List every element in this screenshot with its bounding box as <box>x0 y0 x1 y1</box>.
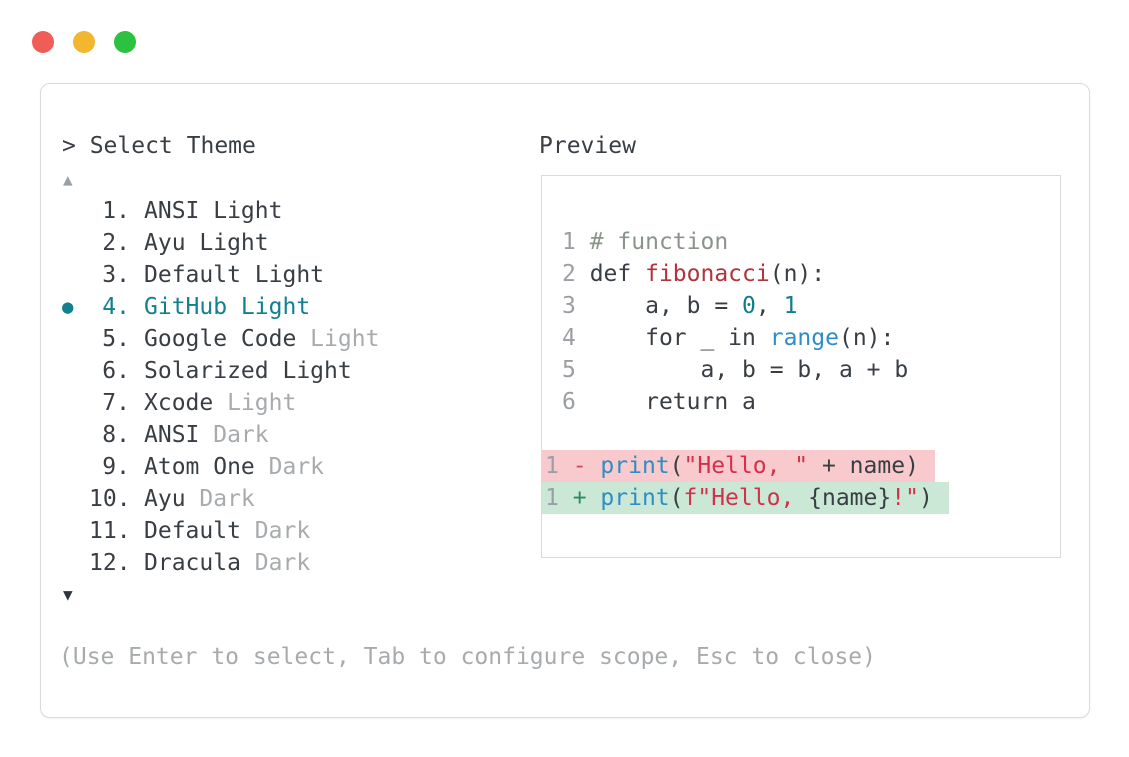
theme-item-github-light[interactable]: ● 4. GitHub Light <box>62 291 379 323</box>
selected-bullet-icon <box>62 547 89 579</box>
theme-item-label: Atom One <box>144 454 255 480</box>
theme-item-label: Default <box>144 518 241 544</box>
theme-item-number: 3. <box>102 262 130 288</box>
code-line: 3 a, b = 0, 1 <box>562 293 798 319</box>
blank-line <box>542 418 1060 450</box>
theme-item-variant: Light <box>296 326 380 352</box>
selected-bullet-icon: ● <box>62 296 74 318</box>
diff-removed-line: 1 - print("Hello, " + name) <box>542 450 935 482</box>
theme-item-number: 11. <box>89 518 131 544</box>
preview-pane: 1 # function 2 def fibonacci(n): 3 a, b = … <box>541 175 1061 558</box>
theme-item-variant: Dark <box>240 550 311 576</box>
selected-bullet-icon <box>62 451 89 483</box>
theme-item-number: 9. <box>102 454 130 480</box>
theme-item-variant: Dark <box>240 518 311 544</box>
selected-bullet-icon <box>62 195 89 227</box>
theme-item-label: Google Code <box>144 326 297 352</box>
theme-item-label: Ayu <box>144 486 186 512</box>
theme-item-ansi-dark[interactable]: 8. ANSI Dark <box>62 419 379 451</box>
theme-item-variant: Dark <box>185 486 255 512</box>
traffic-light-close[interactable] <box>32 31 54 53</box>
theme-item-variant: Dark <box>254 454 325 480</box>
selected-bullet-icon <box>62 419 89 451</box>
code-line: 5 a, b = b, a + b <box>562 357 909 383</box>
code-line: 2 def fibonacci(n): <box>562 261 826 287</box>
code-line: 1 # function <box>562 229 729 255</box>
selected-bullet-icon <box>62 515 89 547</box>
selected-bullet-icon <box>62 355 89 387</box>
theme-item-solarized-light[interactable]: 6. Solarized Light <box>62 355 379 387</box>
code-line: 6 return a <box>562 389 756 415</box>
theme-item-number: 6. <box>102 358 130 384</box>
theme-item-number: 12. <box>89 550 131 576</box>
theme-item-default-light[interactable]: 3. Default Light <box>62 259 379 291</box>
footer-hint: (Use Enter to select, Tab to configure s… <box>59 644 876 670</box>
theme-item-label: Solarized Light <box>144 358 352 384</box>
theme-item-number: 4. <box>102 294 130 320</box>
theme-item-google-code-light[interactable]: 5. Google Code Light <box>62 323 379 355</box>
theme-item-number: 1. <box>102 198 130 224</box>
scroll-up-indicator[interactable]: ▲ <box>63 170 73 189</box>
theme-item-variant: Dark <box>199 422 269 448</box>
code-block: 1 # function 2 def fibonacci(n): 3 a, b = … <box>542 176 1060 514</box>
traffic-light-zoom[interactable] <box>114 31 136 53</box>
theme-item-label: Xcode <box>144 390 214 416</box>
selected-bullet-icon <box>62 323 89 355</box>
theme-item-ansi-light[interactable]: 1. ANSI Light <box>62 195 379 227</box>
traffic-light-minimize[interactable] <box>73 31 95 53</box>
theme-item-label: ANSI <box>144 422 200 448</box>
code-line: 4 for _ in range(n): <box>562 325 895 351</box>
selected-bullet-icon <box>62 387 89 419</box>
theme-item-number: 2. <box>102 230 130 256</box>
theme-picker-prompt: > Select Theme <box>62 133 256 159</box>
theme-item-number: 8. <box>102 422 130 448</box>
theme-item-label: Ayu Light <box>144 230 269 256</box>
window-controls <box>32 31 136 53</box>
preview-label: Preview <box>539 133 636 159</box>
theme-item-number: 5. <box>102 326 130 352</box>
theme-item-label: Dracula <box>144 550 241 576</box>
theme-picker-dialog: > Select Theme ▲ 1. ANSI Light 2. Ayu Light… <box>40 83 1090 718</box>
theme-item-number: 10. <box>89 486 131 512</box>
selected-bullet-icon <box>62 483 89 515</box>
theme-item-variant: Light <box>213 390 297 416</box>
theme-item-ayu-light[interactable]: 2. Ayu Light <box>62 227 379 259</box>
theme-item-atom-one-dark[interactable]: 9. Atom One Dark <box>62 451 379 483</box>
diff-added-line: 1 + print(f"Hello, {name}!") <box>542 482 949 514</box>
theme-item-label: GitHub Light <box>144 294 311 320</box>
theme-item-default-dark[interactable]: 11. Default Dark <box>62 515 379 547</box>
selected-bullet-icon <box>62 227 89 259</box>
theme-item-xcode-light[interactable]: 7. Xcode Light <box>62 387 379 419</box>
scroll-down-indicator[interactable]: ▼ <box>63 585 73 604</box>
theme-item-number: 7. <box>102 390 130 416</box>
theme-item-ayu-dark[interactable]: 10. Ayu Dark <box>62 483 379 515</box>
theme-item-dracula-dark[interactable]: 12. Dracula Dark <box>62 547 379 579</box>
selected-bullet-icon <box>62 259 89 291</box>
theme-item-label: ANSI Light <box>144 198 283 224</box>
theme-list: 1. ANSI Light 2. Ayu Light 3. Default Light ● 4… <box>62 195 379 579</box>
theme-item-label: Default Light <box>144 262 325 288</box>
